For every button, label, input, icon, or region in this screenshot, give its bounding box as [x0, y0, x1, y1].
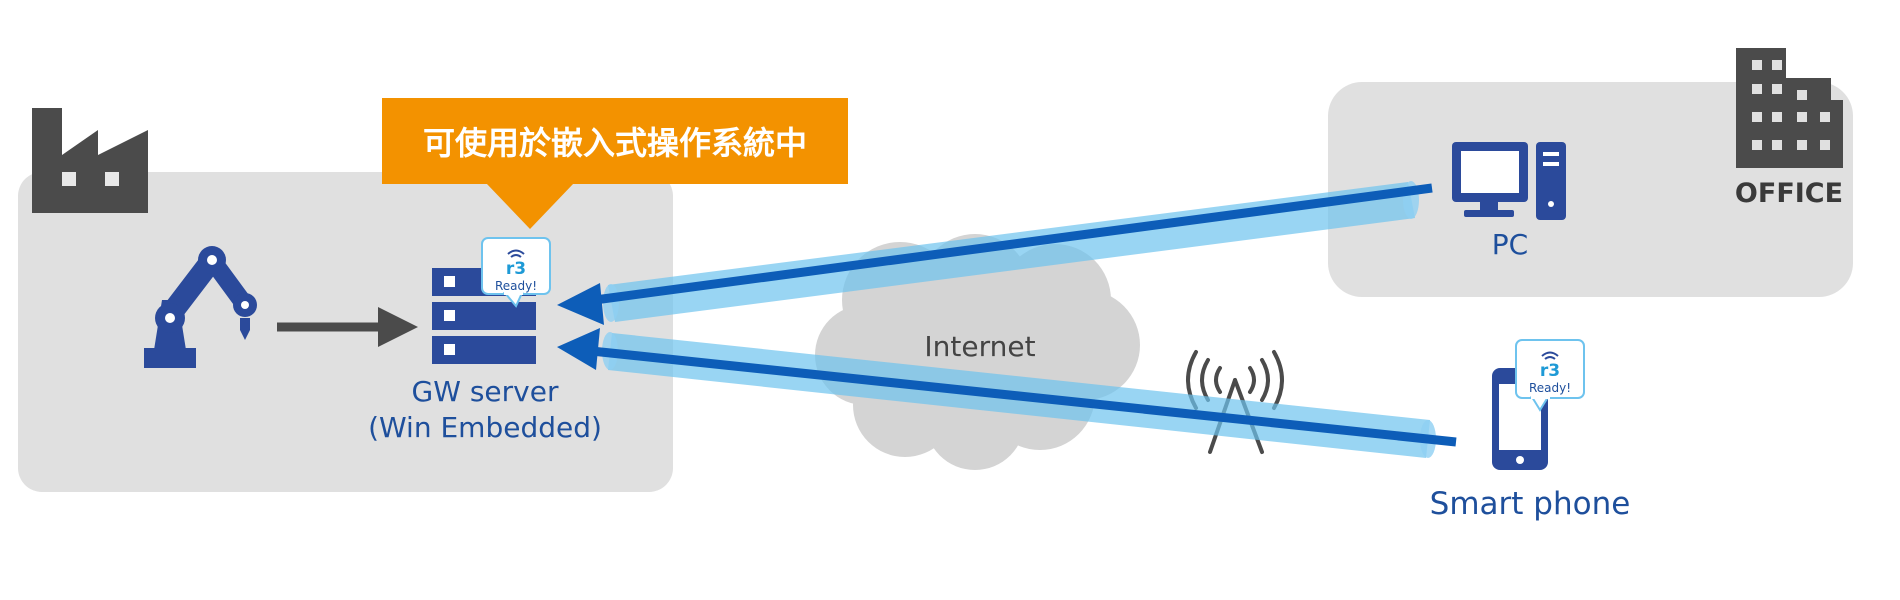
r3-ready-badge-icon: r3 Ready!	[481, 237, 551, 308]
svg-text:Ready!: Ready!	[1529, 381, 1571, 395]
svg-text:r3: r3	[506, 259, 526, 279]
office-building-icon	[1736, 48, 1843, 168]
office-label: OFFICE	[1734, 178, 1844, 209]
gateway-label-line1: GW server	[411, 375, 559, 408]
local-data-arrow	[277, 307, 418, 347]
callout-text: 可使用於嵌入式操作系統中	[422, 124, 807, 162]
smartphone-label: Smart phone	[1429, 486, 1631, 522]
pc-icon	[1452, 142, 1566, 220]
r3-ready-badge-icon: r3 Ready!	[1515, 339, 1585, 412]
gateway-label-line2: (Win Embedded)	[368, 411, 602, 444]
pc-label: PC	[1491, 228, 1529, 261]
robot-arm-icon	[144, 246, 257, 368]
factory-icon	[32, 108, 148, 213]
gateway-label: GW server (Win Embedded)	[360, 374, 610, 446]
pc-connection-tube	[557, 181, 1433, 325]
phone-connection-tube	[557, 328, 1457, 458]
embedded-os-callout: 可使用於嵌入式操作系統中	[382, 98, 848, 184]
svg-text:Ready!: Ready!	[495, 279, 537, 293]
svg-text:r3: r3	[1540, 361, 1560, 381]
office-zone	[1328, 82, 1853, 297]
internet-label: Internet	[924, 330, 1036, 363]
callout-pointer	[486, 183, 574, 229]
